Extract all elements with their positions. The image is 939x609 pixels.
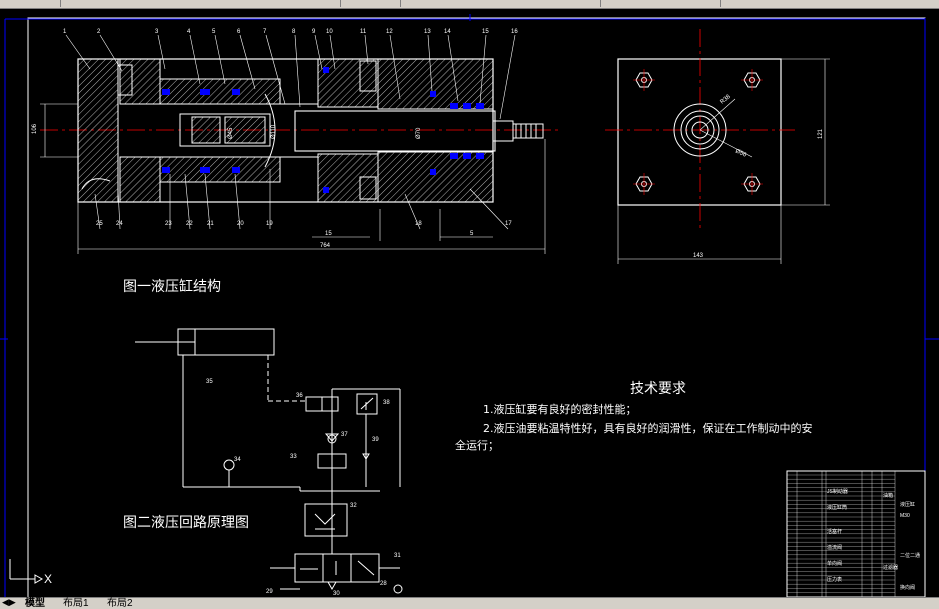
titleblock-cell: 活塞杆: [827, 528, 842, 535]
titleblock-cell: 换向阀: [900, 584, 915, 591]
toolbar-segment[interactable]: [60, 0, 341, 7]
balloon: 10: [326, 29, 333, 35]
balloon: 5: [212, 29, 216, 35]
tech-line3: 全运行；: [455, 438, 499, 452]
balloon: 17: [505, 221, 512, 227]
balloon: 20: [237, 221, 244, 227]
balloon: 4: [187, 29, 191, 35]
circuit-label: 35: [206, 379, 213, 385]
balloon: 2: [97, 29, 101, 35]
balloon: 21: [207, 221, 214, 227]
balloon-numbers: 1 2 3 4 5 6 7 8 9 10 11 12 13 14 15 16 1…: [63, 29, 518, 227]
tab-layout2[interactable]: 布局2: [107, 598, 133, 609]
toolbar-segment[interactable]: [600, 0, 721, 7]
titleblock-cell: 单向阀: [827, 560, 842, 567]
balloon: 25: [96, 221, 103, 227]
balloon: 12: [386, 29, 393, 35]
balloon: 23: [165, 221, 172, 227]
circuit-labels: 35 36 37 38 39 33 34 32 31 30 29 28: [206, 379, 401, 597]
dimension-height: 106: [32, 123, 38, 134]
end-view-radius: R38: [719, 93, 732, 105]
circuit-label: 29: [266, 589, 273, 595]
circuit-label: 30: [333, 591, 340, 597]
tab-scroll-arrow-icon[interactable]: ◀▶: [2, 598, 16, 608]
balloon: 22: [186, 221, 193, 227]
dimension-length: 764: [320, 243, 331, 249]
toolbar: [0, 0, 939, 9]
toolbar-segment[interactable]: [340, 0, 401, 7]
titleblock-cell: 液压缸: [900, 501, 915, 508]
circuit-label: 34: [234, 457, 241, 463]
balloon: 24: [116, 221, 123, 227]
technical-requirements: 技术要求 1.液压缸要有良好的密封性能； 2.液压油要粘温特性好，具有良好的润滑…: [455, 381, 813, 452]
balloon: 14: [444, 29, 451, 35]
balloon: 19: [266, 221, 273, 227]
figure1-caption: 图一液压缸结构: [123, 278, 221, 295]
tab-model[interactable]: 模型: [25, 598, 45, 609]
dimension-rod: Ø70: [416, 127, 422, 139]
titleblock-cell: 液压缸筒: [827, 504, 847, 511]
balloon: 15: [482, 29, 489, 35]
end-view[interactable]: 143 121 R38 Ø56: [605, 29, 830, 264]
tech-title: 技术要求: [630, 381, 686, 397]
dimension-d1: 15: [325, 231, 332, 237]
titleblock-cell: 压力表: [827, 576, 842, 583]
circuit-label: 37: [341, 432, 348, 438]
titleblock-cell: 二位二通: [900, 552, 920, 559]
titleblock-cell: 过滤器: [883, 564, 898, 571]
dimension-d2: 5: [470, 231, 474, 237]
cylinder-section-view[interactable]: 1 2 3 4 5 6 7 8 9 10 11 12 13 14 15 16 1…: [32, 29, 560, 254]
balloon: 13: [424, 29, 431, 35]
tech-line1: 1.液压缸要有良好的密封性能；: [483, 402, 637, 416]
balloon: 11: [360, 29, 367, 35]
ucs-x-label: X: [44, 572, 52, 586]
title-block[interactable]: JS制动器 液压缸 二位二通 换向阀 M30 溢流阀 液压缸筒 活塞杆 单向阀 …: [786, 470, 926, 597]
balloon: 1: [63, 29, 67, 35]
titleblock-cell: 溢流阀: [827, 544, 842, 551]
tech-line2: 2.液压油要粘温特性好，具有良好的润滑性，保证在工作制动中的安: [483, 421, 813, 435]
titleblock-cell: 油箱: [883, 492, 893, 499]
end-view-width: 143: [693, 253, 704, 259]
toolbar-segment[interactable]: [400, 0, 601, 7]
balloon: 16: [511, 29, 518, 35]
figure2-caption: 图二液压回路原理图: [123, 515, 249, 531]
hydraulic-circuit[interactable]: [135, 328, 403, 594]
circuit-label: 38: [383, 400, 390, 406]
balloon: 9: [312, 29, 316, 35]
balloon: 8: [292, 29, 296, 35]
balloon: 3: [155, 29, 159, 35]
balloon: 6: [237, 29, 241, 35]
circuit-label: 39: [372, 437, 379, 443]
tab-layout1[interactable]: 布局1: [63, 598, 89, 609]
dimension-bore: Ø45: [228, 127, 234, 139]
end-view-diameter: Ø56: [734, 148, 747, 159]
titleblock-cell: JS制动器: [827, 488, 848, 495]
circuit-label: 31: [394, 553, 401, 559]
end-view-height: 121: [818, 128, 824, 139]
ucs-icon: X: [9, 559, 52, 586]
dimension-piston: Ø110: [271, 124, 277, 139]
toolbar-segment[interactable]: [0, 0, 61, 7]
circuit-label: 36: [296, 393, 303, 399]
titleblock-cell: M30: [900, 513, 910, 519]
balloon: 18: [415, 221, 422, 227]
circuit-label: 33: [290, 454, 297, 460]
circuit-label: 32: [350, 503, 357, 509]
circuit-label: 28: [380, 581, 387, 587]
layout-tabs: ◀▶ 模型 布局1 布局2: [0, 597, 939, 609]
balloon: 7: [263, 29, 267, 35]
drawing-canvas[interactable]: 1 2 3 4 5 6 7 8 9 10 11 12 13 14 15 16 1…: [0, 9, 939, 597]
